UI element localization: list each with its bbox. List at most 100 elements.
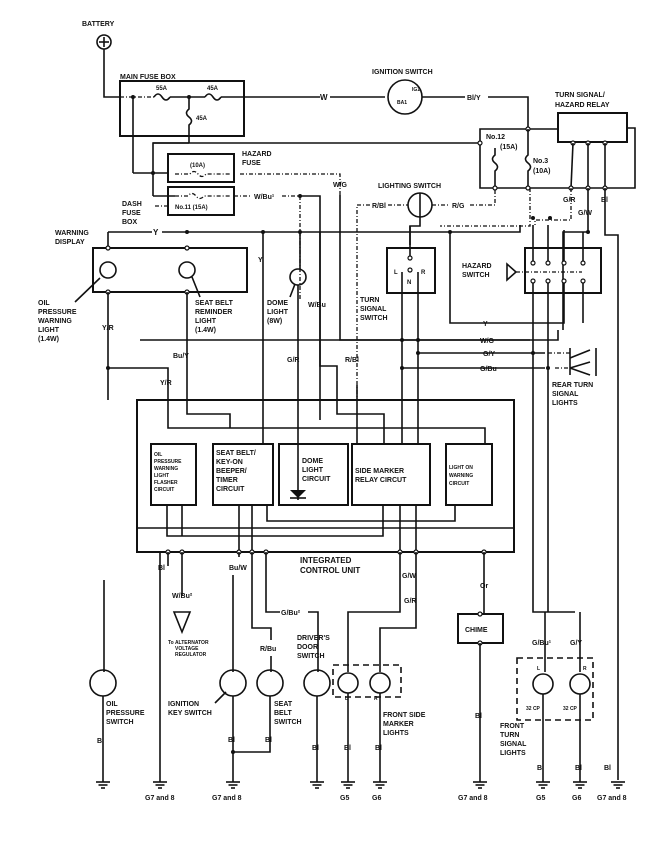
svg-text:VOLTAGE: VOLTAGE <box>175 646 199 652</box>
svg-text:R: R <box>583 666 587 672</box>
svg-text:TURN: TURN <box>360 297 379 304</box>
chime: Or CHIME Bl <box>457 552 504 782</box>
svg-text:WARNING: WARNING <box>449 473 473 479</box>
turn-signal-switch: L N R TURN SIGNAL SWITCH <box>360 226 436 400</box>
svg-text:G/W: G/W <box>578 210 592 217</box>
svg-text:FLASHER: FLASHER <box>154 480 178 486</box>
ground-symbols <box>96 781 625 789</box>
diode-icon <box>290 490 306 498</box>
ground-labels: G7 and 8 G7 and 8 G5 G6 G7 and 8 G5 G6 G… <box>145 795 627 802</box>
svg-text:FUSE: FUSE <box>122 210 141 217</box>
svg-text:SIGNAL: SIGNAL <box>500 741 527 748</box>
dome-light-icon <box>289 268 307 286</box>
fuse-55a-icon <box>153 93 171 101</box>
svg-text:HAZARD: HAZARD <box>242 151 272 158</box>
svg-text:W/G: W/G <box>480 338 495 345</box>
svg-text:KEY SWITCH: KEY SWITCH <box>168 710 212 717</box>
svg-text:R: R <box>421 270 426 276</box>
svg-text:Bl: Bl <box>575 765 582 772</box>
svg-text:LIGHTS: LIGHTS <box>552 400 578 407</box>
svg-text:CIRCUIT: CIRCUIT <box>449 481 469 487</box>
turn-signal-hazard-relay: TURN SIGNAL/ HAZARD RELAY No.12 (15A) No… <box>153 92 636 780</box>
ground-icon <box>573 781 587 789</box>
svg-text:No.11 (15A): No.11 (15A) <box>175 205 208 211</box>
svg-text:CONTROL UNIT: CONTROL UNIT <box>300 566 360 575</box>
svg-text:L: L <box>345 696 348 702</box>
svg-text:W: W <box>320 93 328 102</box>
svg-text:FUSE: FUSE <box>242 160 261 167</box>
svg-text:Y/R: Y/R <box>160 380 172 387</box>
svg-text:MARKER: MARKER <box>383 721 414 728</box>
svg-text:TURN SIGNAL/: TURN SIGNAL/ <box>555 92 605 99</box>
svg-text:G/W: G/W <box>402 573 416 580</box>
svg-text:DISPLAY: DISPLAY <box>55 239 85 246</box>
svg-text:45A: 45A <box>196 116 208 122</box>
svg-text:G7 and 8: G7 and 8 <box>597 795 627 802</box>
icu-side-marker-circuit <box>351 443 431 506</box>
svg-text:Y/R: Y/R <box>102 325 114 332</box>
svg-text:G/Bu: G/Bu <box>480 366 497 373</box>
svg-text:No.3: No.3 <box>533 158 548 165</box>
svg-text:Bl: Bl <box>312 745 319 752</box>
svg-text:SWITCH: SWITCH <box>462 272 490 279</box>
svg-text:OIL: OIL <box>154 452 162 458</box>
svg-text:(1.4W): (1.4W) <box>195 327 216 334</box>
svg-text:LIGHTS: LIGHTS <box>383 730 409 737</box>
hazard-fuse <box>167 153 235 183</box>
svg-text:G6: G6 <box>572 795 581 802</box>
svg-text:REAR TURN: REAR TURN <box>552 382 593 389</box>
svg-text:55A: 55A <box>156 86 168 92</box>
svg-text:L: L <box>537 666 540 672</box>
svg-text:G/Bu¹: G/Bu¹ <box>532 640 552 647</box>
svg-text:PRESSURE: PRESSURE <box>154 459 182 465</box>
svg-text:L: L <box>394 270 398 276</box>
lighting-switch: LIGHTING SWITCH R/Bl R/G <box>356 183 552 400</box>
svg-text:R/Bl: R/Bl <box>345 357 359 364</box>
fuse-45a-icon <box>204 93 222 101</box>
dome-light: DOME LIGHT (8W) G/R <box>267 232 307 400</box>
svg-text:SWITCH: SWITCH <box>360 315 388 322</box>
integrated-control-unit: INTEGRATED CONTROL UNIT OIL PRESSURE WAR… <box>136 399 515 575</box>
oil-pressure-switch-icon <box>89 669 117 697</box>
svg-text:G/Y: G/Y <box>570 640 582 647</box>
svg-text:Bl: Bl <box>265 737 272 744</box>
svg-text:G7 and 8: G7 and 8 <box>212 795 242 802</box>
svg-text:LIGHT: LIGHT <box>267 309 289 316</box>
svg-text:IGNITION: IGNITION <box>168 701 199 708</box>
seat-belt-reminder-light-icon <box>178 261 196 279</box>
svg-text:N: N <box>407 280 411 286</box>
svg-text:Bl/Y: Bl/Y <box>467 95 481 102</box>
oil-pressure-warning-light-icon <box>99 261 117 279</box>
svg-text:CIRCUIT: CIRCUIT <box>302 476 331 483</box>
svg-text:R: R <box>374 696 378 702</box>
seat-belt-reminder-light-label: SEAT BELT REMINDER LIGHT (1.4W) <box>195 300 234 334</box>
svg-text:LIGHTS: LIGHTS <box>500 750 526 757</box>
svg-text:DOOR: DOOR <box>297 644 318 651</box>
svg-text:SWITCH: SWITCH <box>297 653 325 660</box>
svg-text:SWITCH: SWITCH <box>274 719 302 726</box>
svg-text:RELAY CIRCUT: RELAY CIRCUT <box>355 477 407 484</box>
icu-seat-belt-circuit <box>212 443 274 506</box>
svg-text:FRONT: FRONT <box>500 723 525 730</box>
ignition-switch: IGNITION SWITCH IG1 BA1 Bl/Y <box>372 69 529 128</box>
svg-text:DOME: DOME <box>267 300 288 307</box>
svg-text:REMINDER: REMINDER <box>195 309 232 316</box>
svg-text:SIGNAL: SIGNAL <box>360 306 387 313</box>
svg-text:G7 and 8: G7 and 8 <box>458 795 488 802</box>
svg-text:Or: Or <box>480 583 488 590</box>
svg-text:(1.4W): (1.4W) <box>38 336 59 343</box>
svg-text:KEY-ON: KEY-ON <box>216 459 243 466</box>
svg-text:(8W): (8W) <box>267 318 282 325</box>
svg-text:G/Y: G/Y <box>483 351 495 358</box>
oil-pressure-warning-light-label: OIL PRESSURE WARNING LIGHT (1.4W) <box>38 300 77 343</box>
svg-text:FRONT SIDE: FRONT SIDE <box>383 712 426 719</box>
svg-text:Bl: Bl <box>537 765 544 772</box>
ground-icon <box>611 781 625 789</box>
svg-text:W/G: W/G <box>333 182 348 189</box>
svg-text:No.12: No.12 <box>486 134 505 141</box>
svg-text:R/Bl: R/Bl <box>372 203 386 210</box>
svg-text:OIL: OIL <box>38 300 50 307</box>
svg-text:To ALTERNATOR: To ALTERNATOR <box>168 640 209 646</box>
ground-icon <box>153 781 167 789</box>
